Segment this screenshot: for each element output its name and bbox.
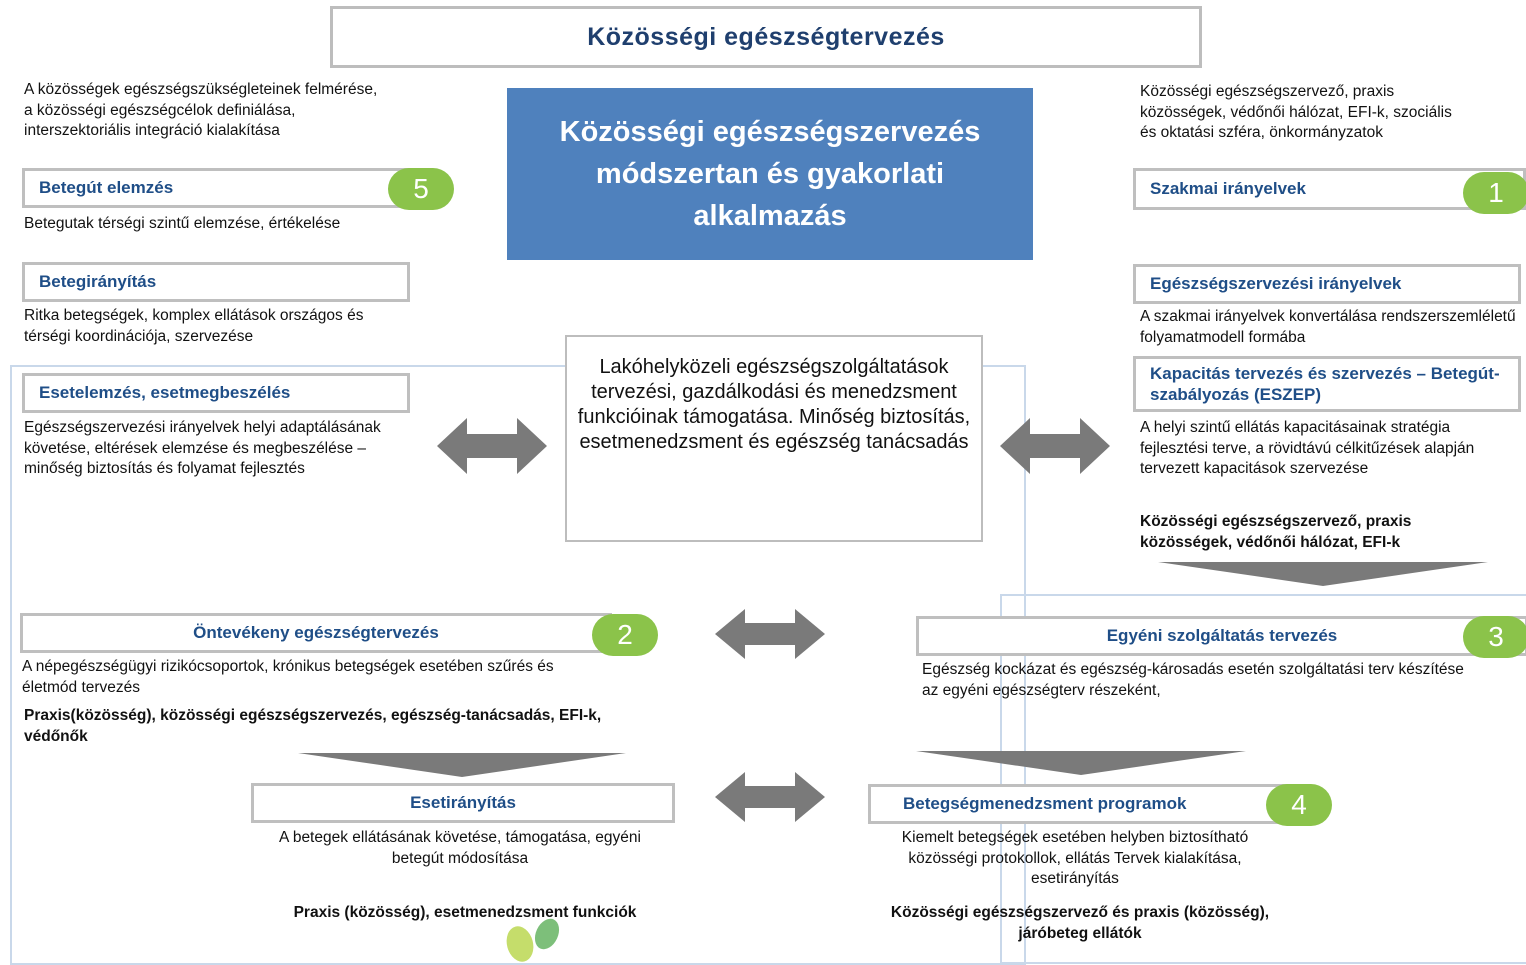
box-title: Kapacitás tervezés és szervezés – Betegú… bbox=[1150, 364, 1500, 404]
badge-5: 5 bbox=[388, 168, 454, 210]
double-arrow-icon bbox=[715, 609, 825, 659]
page-title: Közösségi egészségtervezés bbox=[330, 6, 1202, 68]
hero-title: Közösségi egészségszervezés módszertan é… bbox=[559, 116, 981, 232]
box-kapacitas: Kapacitás tervezés és szervezés – Betegú… bbox=[1133, 356, 1521, 412]
badge-1: 1 bbox=[1463, 172, 1526, 214]
double-arrow-icon bbox=[1000, 418, 1110, 474]
betegsegmenedzsment-desc: Kiemelt betegségek esetében helyben bizt… bbox=[901, 829, 1249, 887]
box-ontevekeny: Öntevékeny egészségtervezés bbox=[20, 613, 612, 653]
center-text: Lakóhelyközeli egészségszolgáltatások te… bbox=[577, 356, 971, 453]
double-arrow-icon bbox=[437, 418, 547, 474]
left-intro: A közösségek egészségszükségleteinek fel… bbox=[24, 81, 378, 139]
box-title: Öntevékeny egészségtervezés bbox=[193, 623, 439, 642]
egeszsegszervezesi-desc: A szakmai irányelvek konvertálása rendsz… bbox=[1140, 308, 1516, 346]
box-esetelemzes: Esetelemzés, esetmegbeszélés bbox=[22, 373, 410, 413]
center-box: Lakóhelyközeli egészségszolgáltatások te… bbox=[565, 335, 983, 542]
ontevekeny-desc: A népegészségügyi rizikócsoportok, króni… bbox=[22, 658, 554, 696]
kapacitas-desc: A helyi szintű ellátás kapacitásainak st… bbox=[1140, 419, 1475, 477]
betegsegmenedzsment-actors: Közösségi egészségszervező és praxis (kö… bbox=[890, 904, 1270, 942]
egyeni-desc: Egészség kockázat és egészség-károsadás … bbox=[922, 661, 1464, 699]
double-arrow-icon bbox=[715, 772, 825, 822]
box-title: Betegút elemzés bbox=[39, 178, 174, 197]
chevron-down-icon bbox=[298, 753, 626, 777]
badge-3: 3 bbox=[1463, 616, 1526, 658]
kapacitas-actors: Közösségi egészségszervező, praxis közös… bbox=[1140, 513, 1412, 551]
box-title: Egyéni szolgáltatás tervezés bbox=[1106, 626, 1338, 645]
box-betegiranyitas: Betegirányítás bbox=[22, 262, 410, 302]
box-title: Esetirányítás bbox=[410, 793, 516, 812]
betegut-desc: Betegutak térségi szintű elemzése, érték… bbox=[24, 215, 341, 232]
leaf-logo-icon bbox=[506, 918, 560, 962]
box-title: Betegségmenedzsment programok bbox=[903, 794, 1187, 813]
box-betegsegmenedzsment: Betegségmenedzsment programok bbox=[868, 784, 1288, 824]
right-intro: Közösségi egészségszervező, praxis közös… bbox=[1140, 83, 1452, 141]
box-esetiranyitas: Esetirányítás bbox=[251, 783, 675, 823]
box-title: Betegirányítás bbox=[39, 272, 157, 291]
chevron-down-icon bbox=[916, 751, 1246, 775]
esetiranyitas-desc: A betegek ellátásának követése, támogatá… bbox=[279, 829, 641, 867]
box-egeszsegszervezesi-iranyelvek: Egészségszervezési irányelvek bbox=[1133, 264, 1521, 304]
box-title: Egészségszervezési irányelvek bbox=[1150, 274, 1402, 293]
box-title: Esetelemzés, esetmegbeszélés bbox=[39, 383, 291, 402]
esetelemzes-desc: Egészségszervezési irányelvek helyi adap… bbox=[24, 419, 381, 477]
box-egyeni-szolgaltatas: Egyéni szolgáltatás tervezés bbox=[916, 616, 1526, 656]
badge-4: 4 bbox=[1266, 784, 1332, 826]
badge-2: 2 bbox=[592, 614, 658, 656]
esetiranyitas-actors: Praxis (közösség), esetmenedzsment funkc… bbox=[293, 904, 637, 921]
betegiranyitas-desc: Ritka betegségek, komplex ellátások orsz… bbox=[24, 307, 364, 345]
hero-banner: Közösségi egészségszervezés módszertan é… bbox=[507, 88, 1033, 260]
chevron-down-icon bbox=[1158, 562, 1488, 586]
box-betegut-elemzes: Betegút elemzés bbox=[22, 168, 412, 208]
box-szakmai-iranyelvek: Szakmai irányelvek bbox=[1133, 168, 1526, 210]
ontevekeny-actors: Praxis(közösség), közösségi egészségszer… bbox=[24, 707, 602, 745]
box-title: Szakmai irányelvek bbox=[1150, 179, 1306, 198]
